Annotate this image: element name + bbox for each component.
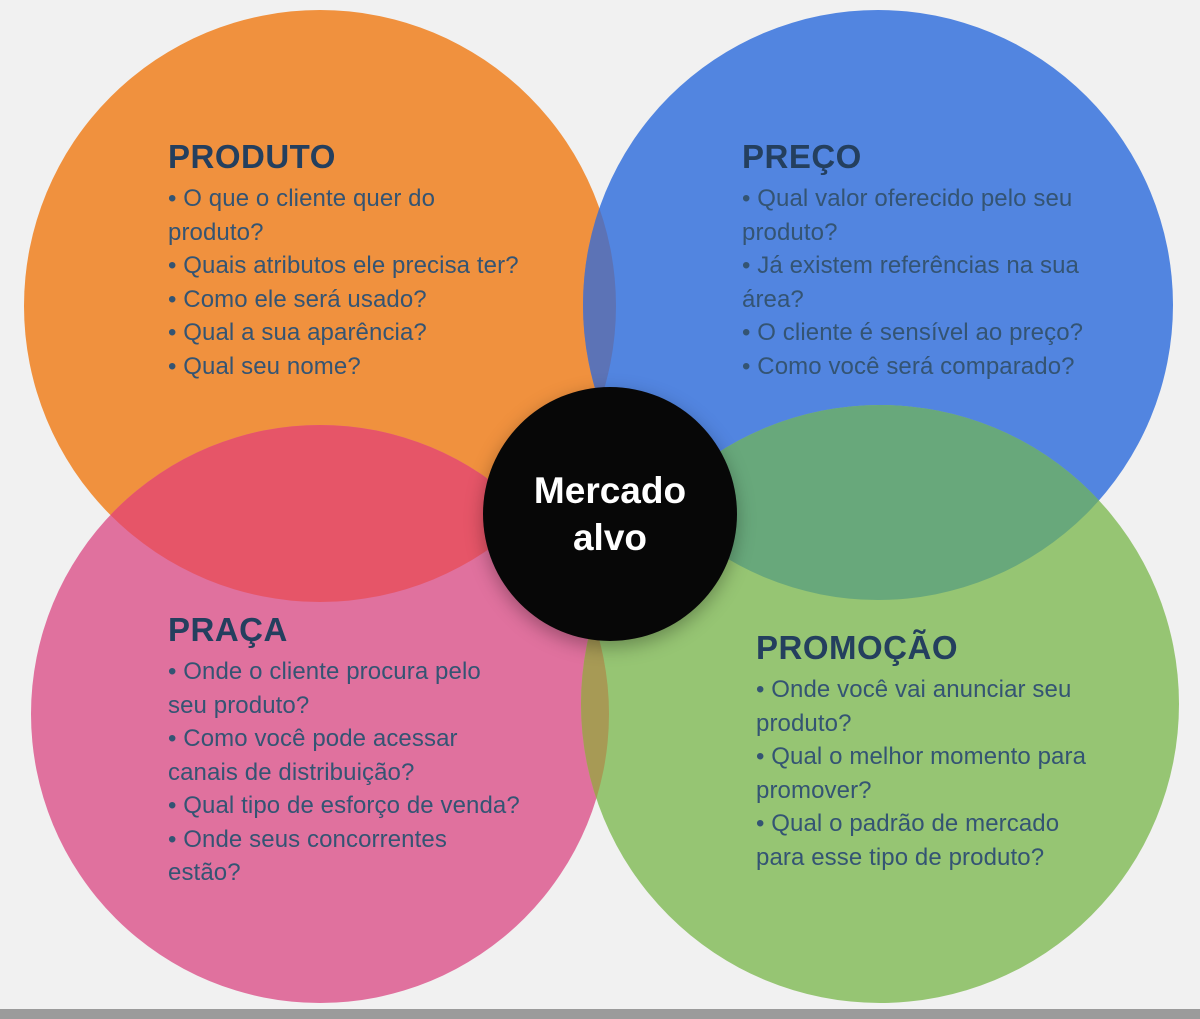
preco-items: • Qual valor oferecido pelo seu produto?…	[742, 182, 1200, 383]
praca-items: • Onde o cliente procura pelo seu produt…	[168, 655, 648, 890]
bullet-item: • Qual seu nome?	[168, 352, 361, 380]
promocao-title: PROMOÇÃO	[756, 629, 958, 666]
bullet-item: • Já existem referências na sua área?	[742, 252, 1079, 313]
bullet-item: • Qual a sua aparência?	[168, 319, 427, 346]
bullet-item: • Como você será comparado?	[742, 352, 1075, 380]
bullet-item: • Qual o padrão de mercado para esse tip…	[756, 810, 1060, 871]
section-preco: PREÇO • Qual valor oferecido pelo seu pr…	[742, 138, 1200, 383]
bullet-item: • Onde o cliente procura pelo seu produt…	[168, 658, 481, 719]
bullet-item: • Quais atributos ele precisa ter?	[168, 252, 519, 279]
bullet-item: • Qual tipo de esforço de venda?	[168, 792, 520, 819]
bottom-bar	[0, 1009, 1200, 1019]
bullet-item: • Qual o melhor momento para promover?	[756, 743, 1087, 804]
bullet-item: • Onde você vai anunciar seu produto?	[756, 676, 1072, 737]
produto-title: PRODUTO	[168, 138, 336, 175]
bullet-item: • O cliente é sensível ao preço?	[742, 319, 1084, 346]
praca-circle	[31, 425, 609, 1003]
section-promocao: PROMOÇÃO • Onde você vai anunciar seu pr…	[756, 629, 1196, 874]
preco-title: PREÇO	[742, 138, 862, 175]
preco-promocao-overlap	[583, 405, 1173, 600]
target-market-circle	[483, 387, 737, 641]
section-produto: PRODUTO • O que o cliente quer do produt…	[168, 138, 638, 383]
bullet-item: • Como você pode acessar canais de distr…	[168, 725, 458, 786]
bullet-item: • Qual valor oferecido pelo seu produto?	[742, 185, 1073, 246]
promocao-items: • Onde você vai anunciar seu produto? • …	[756, 673, 1196, 874]
produto-items: • O que o cliente quer do produto? • Qua…	[168, 182, 638, 383]
bullet-item: • O que o cliente quer do produto?	[168, 185, 436, 246]
bullet-item: • Onde seus concorrentes estão?	[168, 825, 447, 887]
bullet-item: • Como ele será usado?	[168, 285, 427, 313]
target-market-label: Mercado alvo	[533, 470, 687, 558]
section-praca: PRAÇA • Onde o cliente procura pelo seu …	[168, 611, 648, 890]
praca-title: PRAÇA	[168, 611, 288, 648]
produto-circle	[24, 10, 616, 602]
